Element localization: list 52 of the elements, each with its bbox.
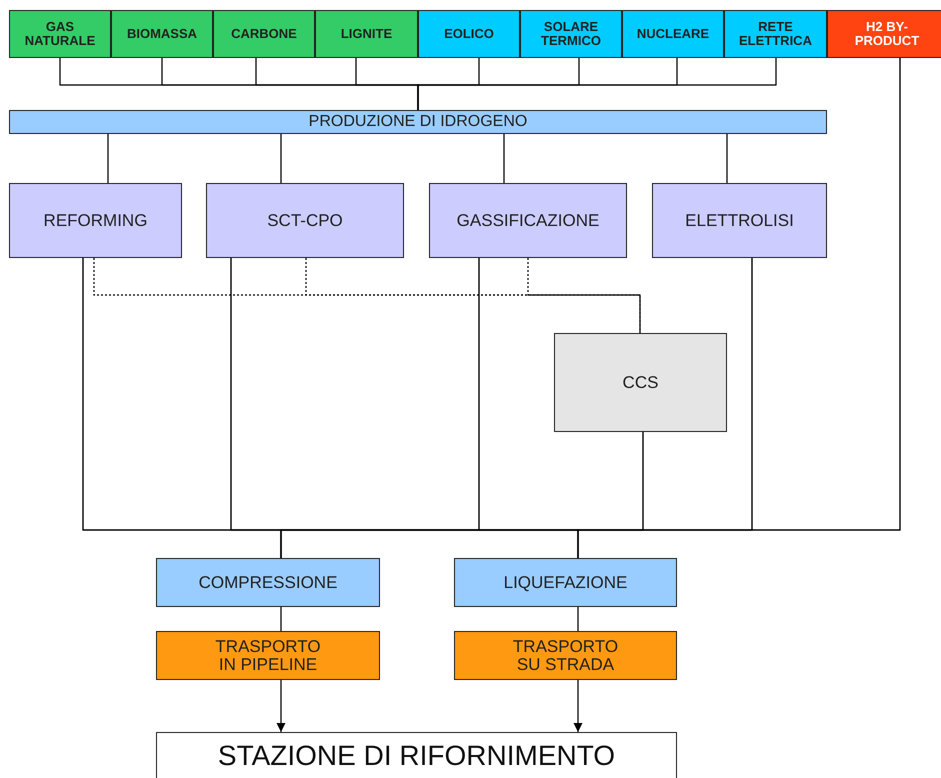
transport-box — [156, 631, 380, 680]
source-box — [213, 10, 315, 58]
box-label: RETE ELETTRICA — [738, 20, 813, 48]
box-label: H2 BY-PRODUCT — [854, 20, 920, 48]
box-label: SOLARE TERMICO — [540, 20, 602, 48]
box-label: COMPRESSIONE — [198, 574, 338, 592]
source-box — [315, 10, 418, 58]
process-bar — [9, 110, 827, 134]
box-label: ELETTROLISI — [685, 212, 794, 230]
box-label: REFORMING — [44, 212, 148, 230]
box-label: STAZIONE DI RIFORNIMENTO — [218, 741, 616, 771]
connector-line — [503, 134, 505, 183]
source-box — [827, 10, 941, 58]
box-label: PRODUZIONE DI IDROGENO — [308, 114, 528, 130]
process-box — [429, 183, 627, 258]
arrow — [574, 680, 582, 732]
box-label: CCS — [622, 374, 658, 392]
box-label: NUCLEARE — [636, 27, 710, 41]
box-label: GAS NATURALE — [24, 20, 96, 48]
process-box — [9, 183, 182, 258]
transport-box — [454, 631, 677, 680]
connector-line — [107, 134, 109, 183]
source-box — [111, 10, 213, 58]
connector-line — [577, 607, 579, 631]
box-label: TRASPORTO IN PIPELINE — [214, 638, 322, 674]
station-box — [156, 732, 677, 778]
box-label: EOLICO — [444, 27, 494, 41]
source-box — [418, 10, 520, 58]
process-box — [454, 558, 677, 607]
connector-line — [280, 607, 282, 631]
box-label: LIGNITE — [340, 27, 392, 41]
source-box — [9, 10, 111, 58]
source-box — [622, 10, 724, 58]
box-label: GASSIFICAZIONE — [456, 212, 600, 230]
connector-line — [417, 58, 777, 110]
box-label: CARBONE — [231, 27, 297, 41]
process-box — [652, 183, 827, 258]
box-label: BIOMASSA — [126, 27, 198, 41]
connector-line — [726, 134, 728, 183]
process-box — [554, 333, 727, 432]
box-label: SCT-CPO — [267, 212, 343, 230]
process-box — [156, 558, 380, 607]
source-box — [520, 10, 622, 58]
arrow — [276, 680, 286, 732]
source-box — [724, 10, 827, 58]
box-label: LIQUEFAZIONE — [504, 574, 628, 592]
connector-line — [305, 258, 641, 333]
process-box — [206, 183, 404, 258]
connector-line — [280, 134, 282, 183]
box-label: TRASPORTO SU STRADA — [512, 638, 620, 674]
connector-line — [577, 58, 901, 558]
connector-line — [527, 258, 641, 333]
